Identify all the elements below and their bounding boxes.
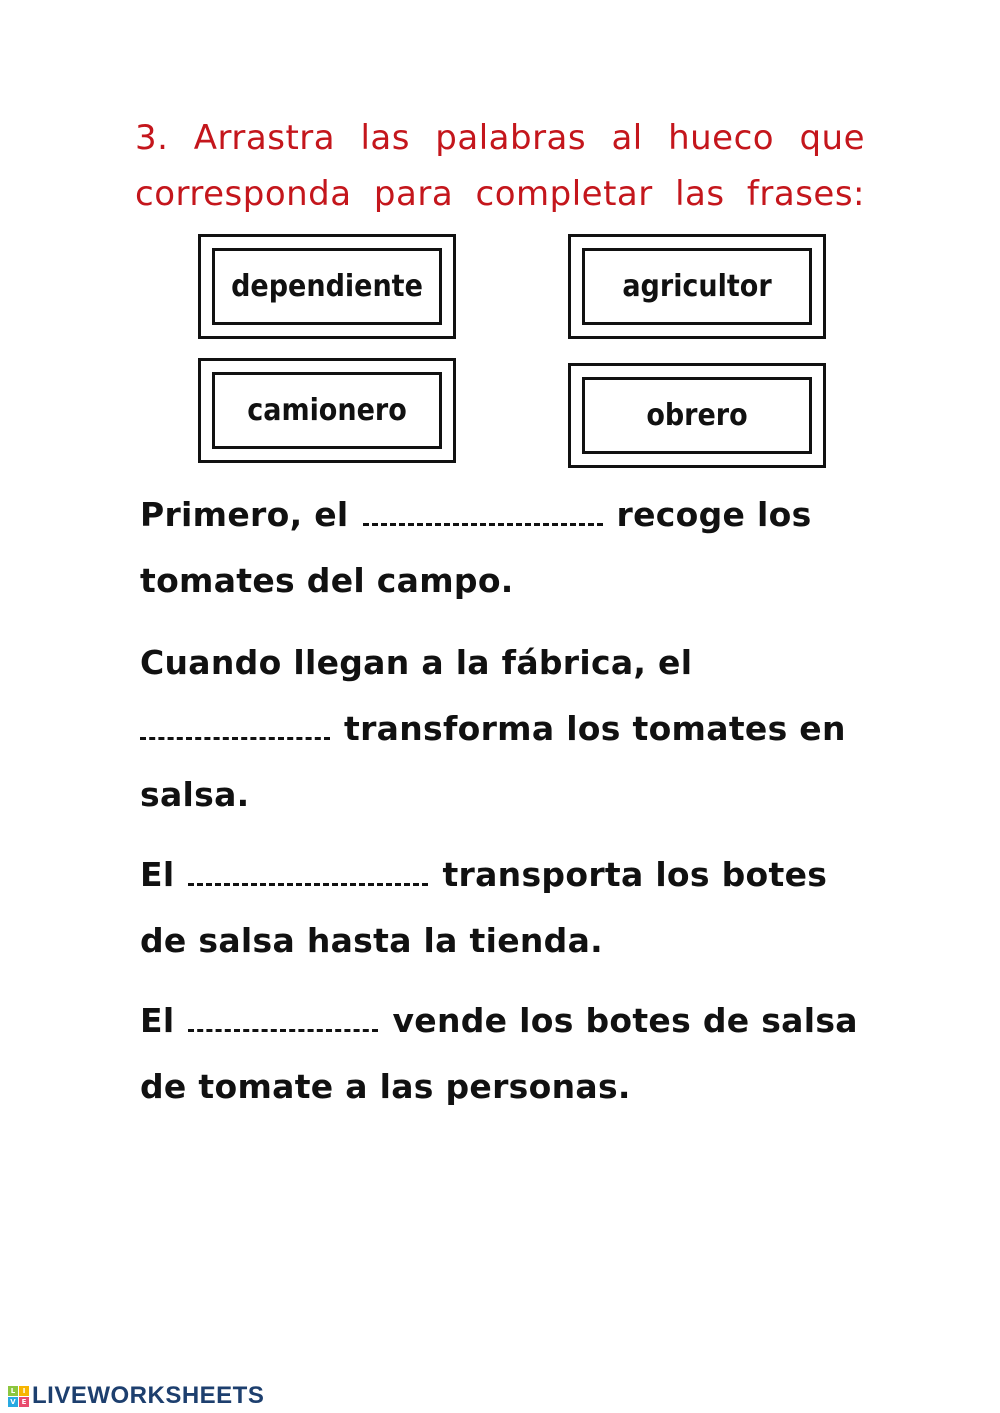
drop-gap-4[interactable] — [188, 1007, 379, 1032]
live-blocks-icon: L I V E — [8, 1385, 29, 1407]
word-label: dependiente — [212, 248, 442, 325]
drop-gap-2[interactable] — [140, 715, 330, 740]
logo-text: LIVEWORKSHEETS — [32, 1382, 265, 1409]
word-card-obrero[interactable]: obrero — [568, 363, 826, 468]
word-label: obrero — [582, 377, 812, 454]
sentence-2: Cuando llegan a la fábrica, el transform… — [140, 643, 846, 814]
word-card-camionero[interactable]: camionero — [198, 358, 456, 463]
word-card-dependiente[interactable]: dependiente — [198, 234, 456, 339]
word-label: agricultor — [582, 248, 812, 325]
instruction-heading: 3. Arrastra las palabras al hueco que co… — [135, 110, 865, 222]
instruction-line-2: corresponda para completar las frases: — [135, 174, 865, 214]
instruction-line-1: 3. Arrastra las palabras al hueco que — [135, 118, 865, 158]
drop-gap-1[interactable] — [362, 501, 603, 526]
liveworksheets-logo[interactable]: L I V E LIVEWORKSHEETS — [8, 1382, 264, 1410]
drop-gap-3[interactable] — [188, 861, 429, 886]
word-label: camionero — [212, 372, 442, 449]
word-card-agricultor[interactable]: agricultor — [568, 234, 826, 339]
